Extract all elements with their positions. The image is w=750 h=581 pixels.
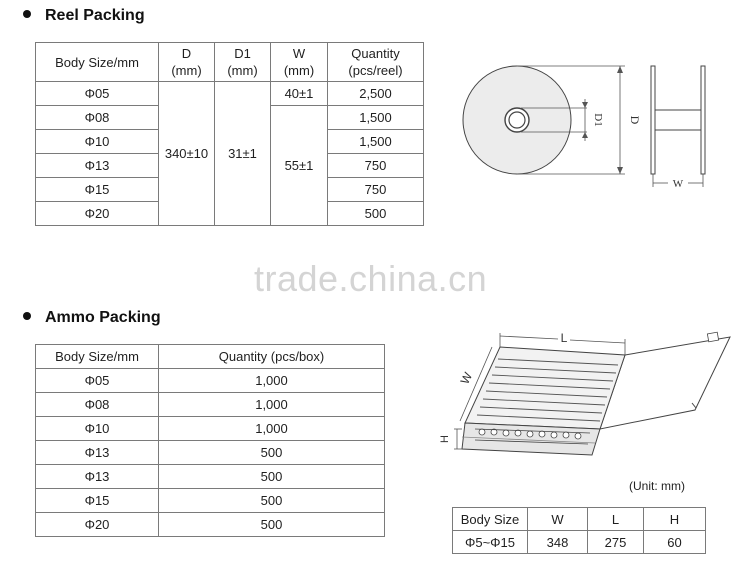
box-lid bbox=[599, 336, 731, 430]
w-label: W bbox=[673, 178, 684, 190]
quantity-cell: 2,500 bbox=[327, 81, 424, 106]
watermark: trade.china.cn bbox=[254, 258, 488, 299]
bullet-icon bbox=[23, 9, 31, 18]
header-w: W bbox=[527, 507, 588, 531]
header-body-size: Body Size bbox=[452, 507, 528, 531]
quantity-cell: 1,000 bbox=[158, 392, 385, 417]
reel-packing-table: Body Size/mm D (mm) D1 (mm) W (mm) Quantity… bbox=[35, 42, 424, 226]
header-l: L bbox=[587, 507, 644, 531]
bullet-icon bbox=[23, 311, 31, 320]
reel-side-core bbox=[654, 109, 702, 131]
quantity-cell: 1,500 bbox=[327, 129, 424, 154]
reel-side-flange-left bbox=[650, 65, 656, 175]
table-row: Φ20 500 bbox=[35, 201, 424, 226]
d1-value-cell: 31±1 bbox=[214, 81, 271, 226]
quantity-cell: 1,000 bbox=[158, 368, 385, 393]
w-value-cell: 55±1 bbox=[270, 105, 328, 226]
table-row: Φ5~Φ15 348 275 60 bbox=[452, 530, 706, 554]
unit-note: (Unit: mm) bbox=[629, 479, 685, 493]
body-size-cell: Φ15 bbox=[35, 177, 159, 202]
table-header-row: Body Size/mm D (mm) D1 (mm) W (mm) Quantity… bbox=[35, 42, 424, 82]
body-size-cell: Φ13 bbox=[35, 464, 159, 489]
table-row: Φ05 340±10 31±1 40±1 2,500 bbox=[35, 81, 424, 226]
header-h: H bbox=[643, 507, 706, 531]
quantity-cell: 500 bbox=[158, 488, 385, 513]
w-value-cell: 348 bbox=[527, 530, 588, 554]
body-size-cell: Φ05 bbox=[35, 368, 159, 393]
header-d: D (mm) bbox=[158, 42, 215, 82]
quantity-cell: 500 bbox=[158, 464, 385, 489]
body-size-cell: Φ20 bbox=[35, 512, 159, 537]
tape-layers bbox=[476, 358, 619, 422]
quantity-cell: 500 bbox=[158, 440, 385, 465]
table-row: Φ15 750 bbox=[35, 177, 424, 202]
header-d-label: D bbox=[181, 46, 192, 61]
body-size-cell: Φ5~Φ15 bbox=[452, 530, 528, 554]
l-value-cell: 275 bbox=[587, 530, 644, 554]
d1-label: D1 bbox=[592, 113, 604, 126]
h-value-cell: 60 bbox=[643, 530, 706, 554]
table-header-row: Body Size/mm Quantity (pcs/box) bbox=[35, 344, 385, 369]
l-label: L bbox=[561, 331, 568, 345]
body-size-cell: Φ10 bbox=[35, 129, 159, 154]
header-w-label: W bbox=[292, 46, 306, 61]
body-size-cell: Φ10 bbox=[35, 416, 159, 441]
w-value-cell: 40±1 bbox=[270, 81, 328, 106]
body-size-cell: Φ05 bbox=[35, 81, 159, 106]
table-row: Φ10 1,500 bbox=[35, 129, 424, 154]
body-size-cell: Φ08 bbox=[35, 392, 159, 417]
table-row: Φ08 55±1 1,500 bbox=[35, 105, 424, 226]
reel-hub-inner bbox=[508, 111, 526, 129]
header-w: W (mm) bbox=[270, 42, 328, 82]
header-d1-label: D1 bbox=[234, 46, 251, 61]
quantity-cell: 750 bbox=[327, 177, 424, 202]
body-size-cell: Φ15 bbox=[35, 488, 159, 513]
ammo-packing-title-text: Ammo Packing bbox=[45, 309, 161, 326]
ammo-box-diagram: L W H bbox=[440, 331, 731, 456]
quantity-cell: 1,500 bbox=[327, 105, 424, 130]
d-label: D bbox=[628, 116, 642, 125]
quantity-cell: 750 bbox=[327, 153, 424, 178]
header-quantity: Quantity (pcs/reel) bbox=[327, 42, 424, 82]
header-d1: D1 (mm) bbox=[214, 42, 271, 82]
ammo-dimension-table: Body Size W L H Φ5~Φ15 348 275 60 bbox=[452, 507, 706, 554]
body-size-cell: Φ13 bbox=[35, 153, 159, 178]
header-quantity: Quantity (pcs/box) bbox=[158, 344, 385, 369]
header-body-size: Body Size/mm bbox=[35, 42, 159, 82]
reel-side-flange-right bbox=[700, 65, 706, 175]
body-size-cell: Φ08 bbox=[35, 105, 159, 130]
reel-packing-title-text: Reel Packing bbox=[45, 7, 145, 24]
table-header-row: Body Size W L H bbox=[452, 507, 706, 531]
table-row: Φ13 750 bbox=[35, 153, 424, 178]
header-d1-unit: (mm) bbox=[227, 63, 258, 78]
d-value-cell: 340±10 bbox=[158, 81, 215, 226]
header-d-unit: (mm) bbox=[171, 63, 202, 78]
header-quantity-unit: (pcs/reel) bbox=[348, 63, 403, 78]
header-body-size: Body Size/mm bbox=[35, 344, 159, 369]
body-size-cell: Φ20 bbox=[35, 201, 159, 226]
quantity-cell: 1,000 bbox=[158, 416, 385, 441]
header-quantity-label: Quantity bbox=[351, 46, 400, 61]
header-w-unit: (mm) bbox=[283, 63, 315, 78]
h-label: H bbox=[440, 435, 451, 443]
w-label: W bbox=[458, 369, 476, 386]
ammo-packing-title: Ammo Packing bbox=[23, 309, 161, 327]
box-body bbox=[464, 346, 626, 430]
quantity-cell: 500 bbox=[327, 201, 424, 226]
reel-packing-title: Reel Packing bbox=[23, 7, 145, 25]
body-size-cell: Φ13 bbox=[35, 440, 159, 465]
reel-diagram: D1 D W bbox=[462, 65, 706, 190]
quantity-cell: 500 bbox=[158, 512, 385, 537]
